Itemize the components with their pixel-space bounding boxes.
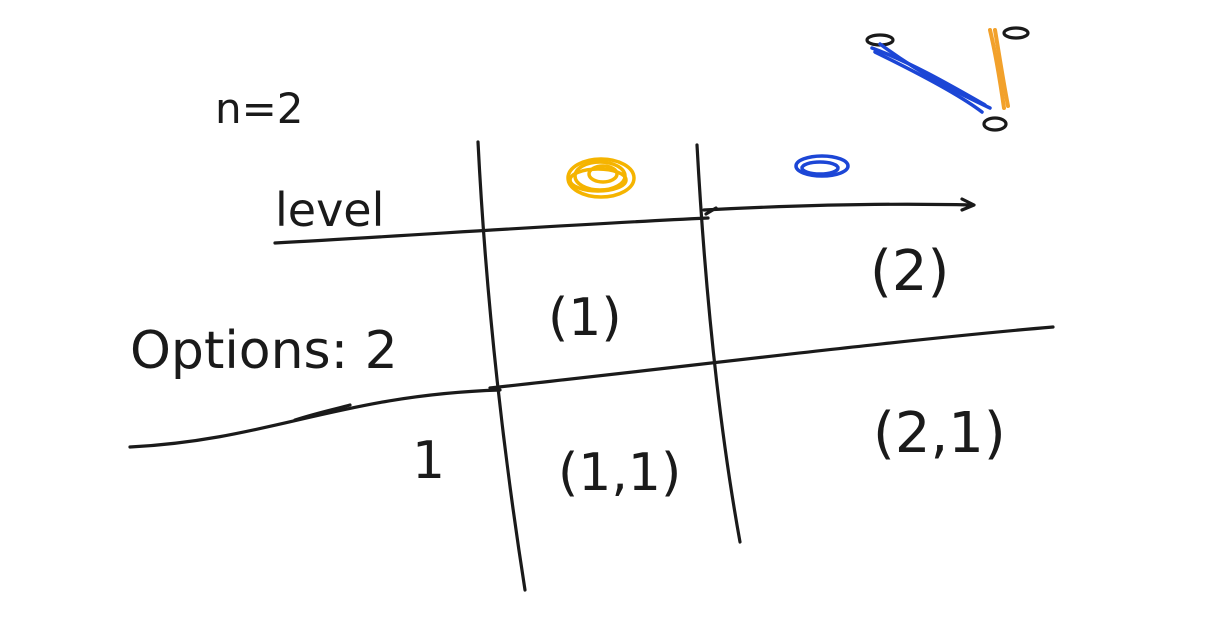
row-divider-accent xyxy=(293,403,352,422)
header-underline xyxy=(273,216,710,245)
cell-1-1: (1,1) xyxy=(558,443,681,503)
header-arrow-line xyxy=(702,202,974,212)
row-header-label: Options: 2 xyxy=(130,321,398,381)
formula-text: n=2 xyxy=(215,84,304,133)
bottom-node-icon xyxy=(982,116,1008,132)
grid-vertical-line-1 xyxy=(476,140,527,592)
cell-2: (2) xyxy=(870,239,949,304)
row-header-label-2: 1 xyxy=(412,431,445,491)
arrow-head-icon xyxy=(960,197,976,212)
blue-edge-stroke-3 xyxy=(873,50,984,114)
row-divider-right xyxy=(488,325,1055,390)
column-header-label: level xyxy=(275,183,384,237)
orange-edge-stroke-2 xyxy=(993,28,1010,108)
yellow-marker-icon xyxy=(566,157,636,199)
blue-edge-stroke-2 xyxy=(878,42,992,110)
cell-2-1: (2,1) xyxy=(873,401,1006,466)
cell-1: (1) xyxy=(548,288,622,348)
top-right-node-icon xyxy=(1002,26,1030,40)
grid-vertical-line-2 xyxy=(695,143,742,544)
tree-sketch-icon xyxy=(865,26,1030,132)
blue-marker-icon xyxy=(794,154,850,178)
arrow-tail-icon xyxy=(704,206,718,216)
orange-edge-stroke xyxy=(988,28,1006,110)
